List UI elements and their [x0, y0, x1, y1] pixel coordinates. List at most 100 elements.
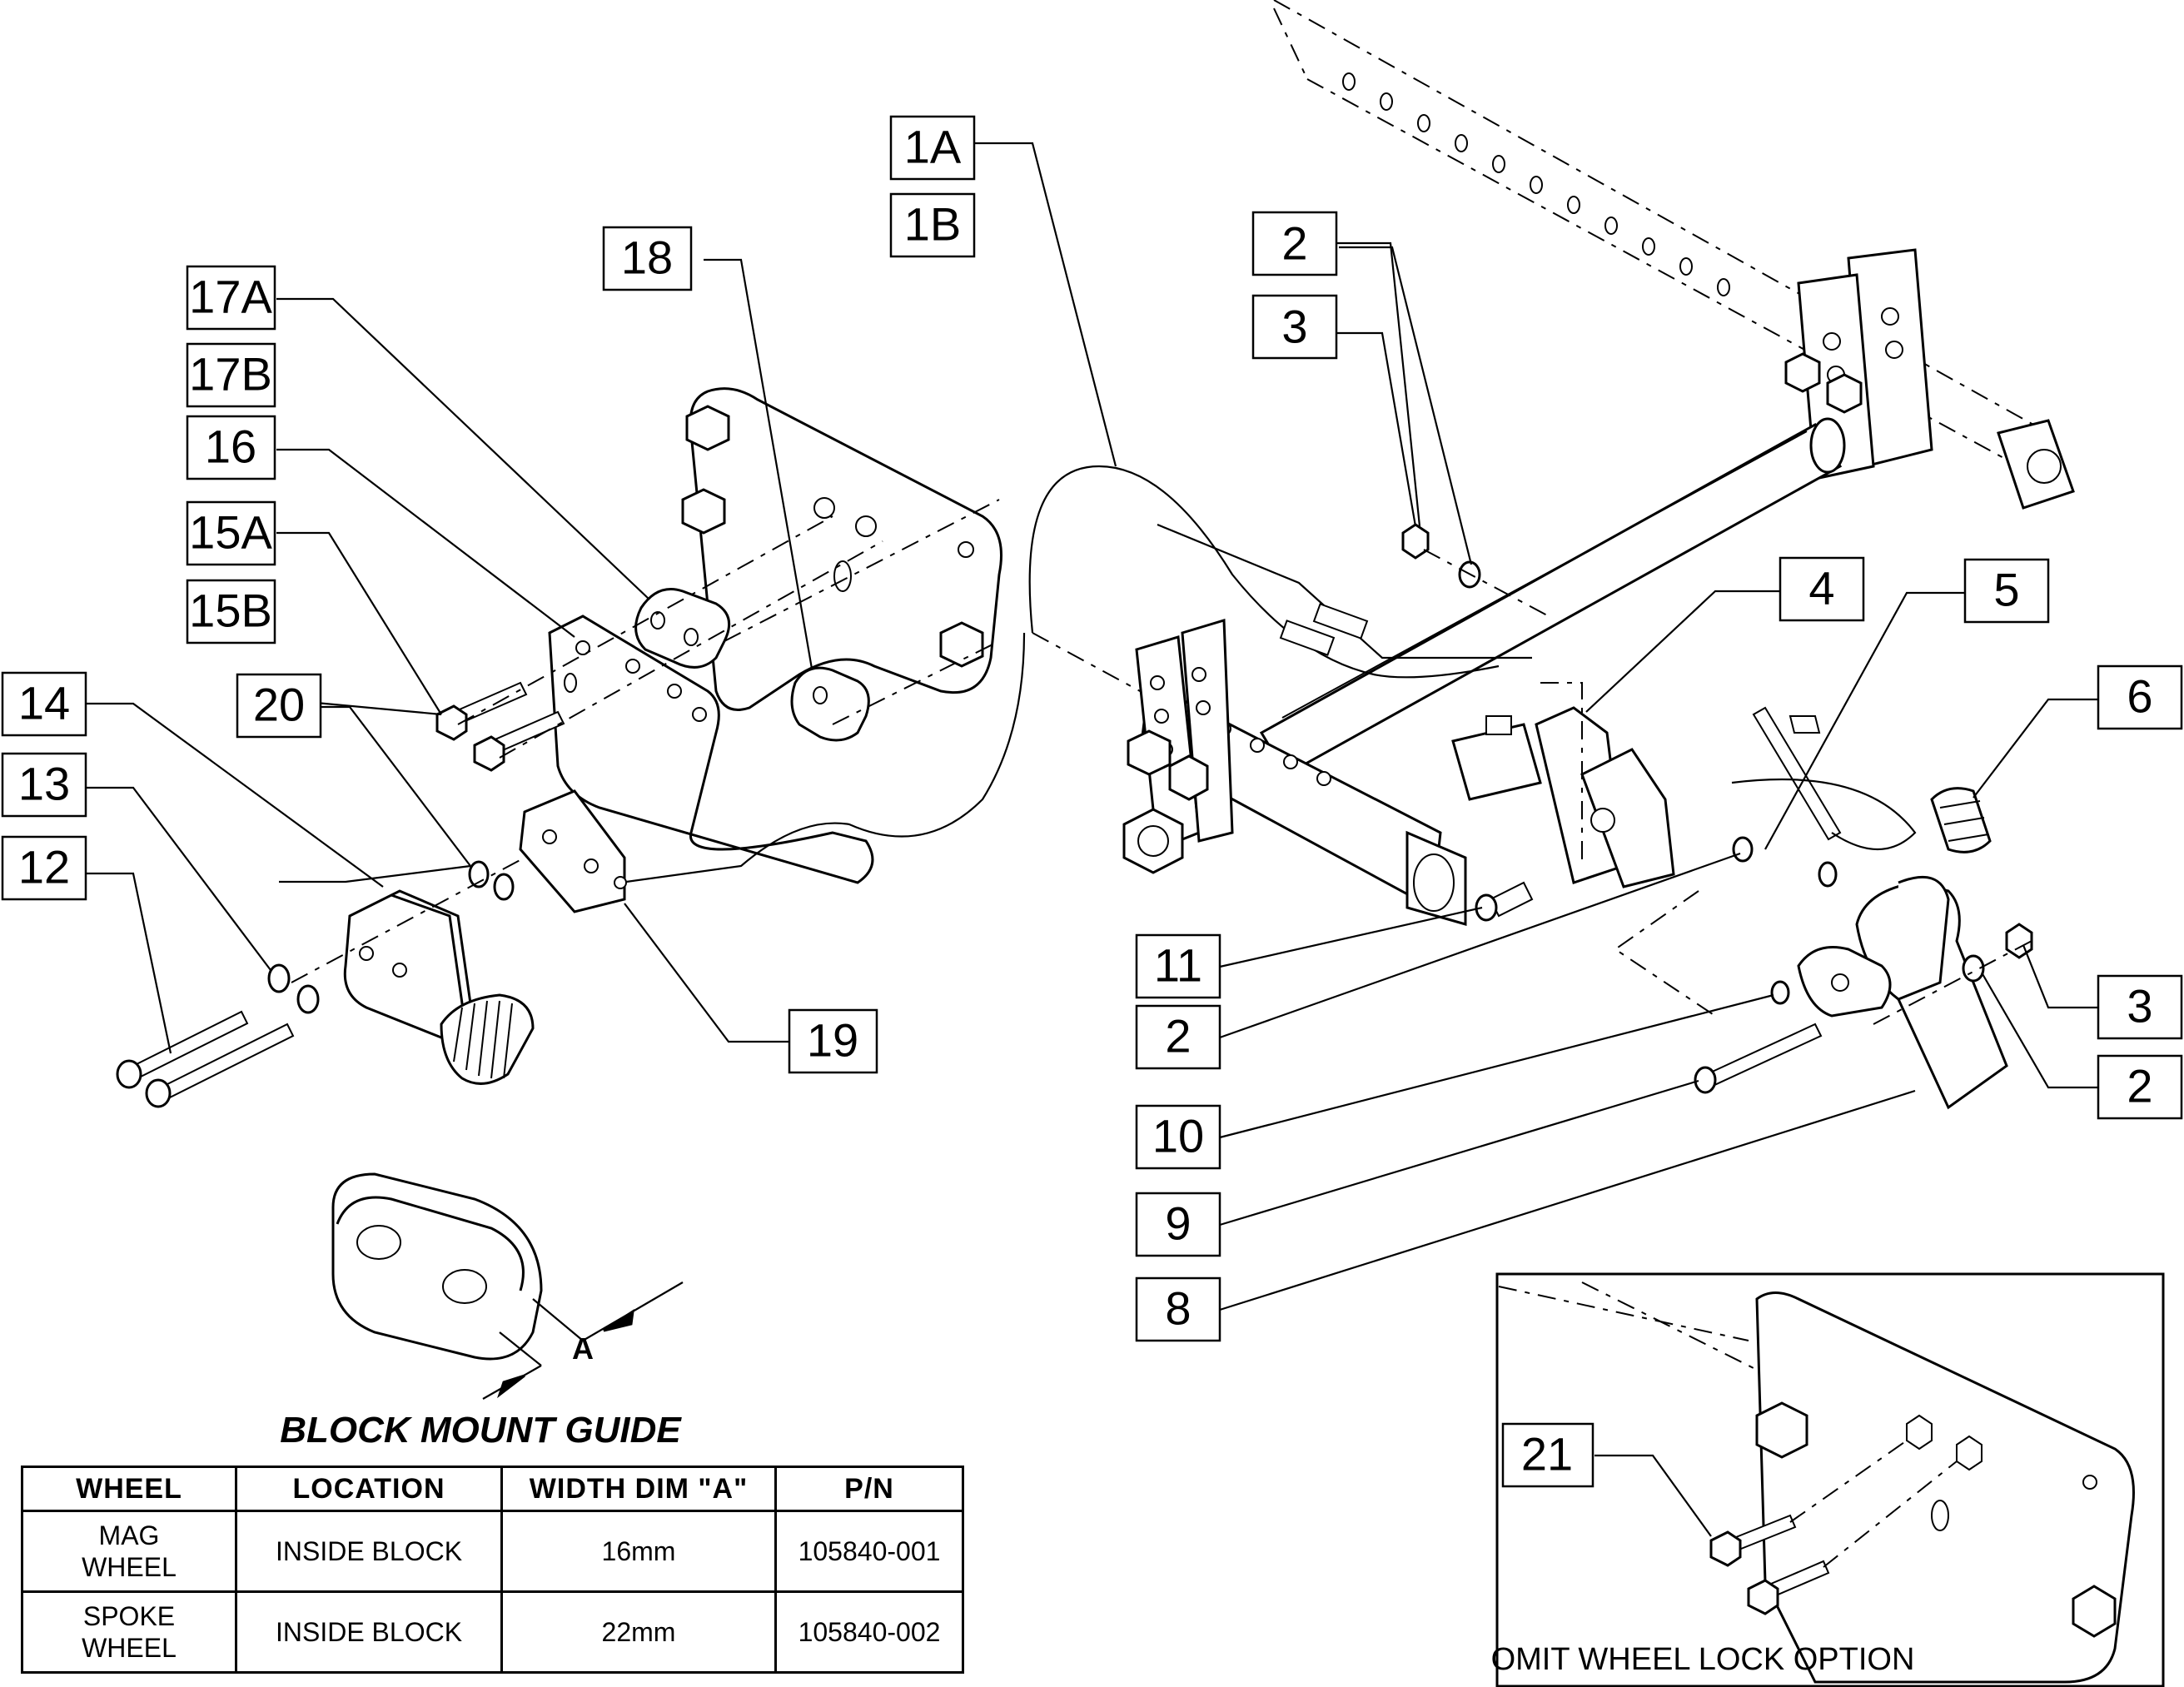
svg-text:17B: 17B [189, 348, 272, 401]
svg-text:15B: 15B [189, 585, 272, 637]
cell-width: 16mm [500, 1510, 777, 1593]
callout-12: 12 [1, 835, 87, 901]
wheel-lock-handle-14 [343, 889, 535, 1085]
callout-2-right: 2 [2097, 1054, 2183, 1120]
washers-13 [267, 963, 320, 1014]
callout-14: 14 [1, 671, 87, 737]
svg-text:1B: 1B [904, 198, 962, 251]
svg-text:2: 2 [1281, 217, 1307, 270]
spacer-block-17 [634, 588, 731, 669]
washer-2-mid [1732, 836, 1754, 863]
svg-text:2: 2 [1165, 1010, 1191, 1062]
nut-3-lower [2005, 923, 2033, 959]
bolts-12 [116, 1010, 295, 1108]
svg-text:18: 18 [621, 231, 673, 284]
callout-13: 13 [1, 752, 87, 818]
callout-1A: 1A [889, 115, 976, 181]
frame-holes [1342, 72, 1730, 296]
cell-pn: 105840-002 [774, 1590, 964, 1674]
svg-text:13: 13 [18, 758, 70, 810]
callout-9: 9 [1135, 1192, 1221, 1257]
pivot-bracket [1797, 946, 1892, 1018]
callout-21: 21 [1501, 1422, 1594, 1488]
callout-5: 5 [1963, 558, 2050, 624]
svg-text:19: 19 [807, 1014, 858, 1067]
svg-text:10: 10 [1152, 1110, 1204, 1162]
callout-4: 4 [1779, 556, 1865, 622]
callout-8: 8 [1135, 1276, 1221, 1342]
cable-end-block-19 [519, 789, 627, 913]
spring-6 [1731, 778, 1992, 853]
header-location: LOCATION [235, 1466, 503, 1512]
callout-16: 16 [186, 415, 276, 480]
wheel-line2: WHEEL [82, 1552, 177, 1582]
bolts-15 [435, 681, 565, 772]
callout-15A: 15A [186, 500, 276, 566]
spacer-block-detail [331, 1172, 684, 1400]
svg-text:21: 21 [1521, 1428, 1573, 1480]
wheel-lock-clamp-4 [1451, 682, 1675, 888]
dimension-a-label: A [572, 1331, 594, 1366]
callout-20: 20 [236, 673, 322, 739]
callout-17A: 17A [186, 265, 276, 331]
bracket-16 [548, 615, 874, 884]
svg-text:5: 5 [1993, 564, 2019, 616]
callout-11: 11 [1135, 933, 1221, 999]
callout-1B: 1B [889, 192, 976, 258]
cell-location: INSIDE BLOCK [235, 1510, 503, 1593]
callout-3-right: 3 [2097, 974, 2183, 1040]
wheel-line1: MAG [98, 1520, 160, 1550]
inset-omit-wheel-lock [1495, 1272, 2165, 1687]
callout-3-top: 3 [1251, 294, 1338, 360]
block-mount-guide-title: BLOCK MOUNT GUIDE [280, 1410, 682, 1451]
svg-text:6: 6 [2127, 670, 2152, 723]
cell-width: 22mm [500, 1590, 777, 1674]
wheel-line1: SPOKE [82, 1601, 176, 1631]
svg-text:8: 8 [1165, 1282, 1191, 1335]
svg-text:20: 20 [253, 679, 305, 731]
svg-text:14: 14 [18, 677, 70, 729]
svg-text:11: 11 [1154, 939, 1202, 992]
svg-text:3: 3 [2127, 980, 2152, 1033]
header-width: WIDTH DIM "A" [500, 1466, 777, 1512]
svg-text:1A: 1A [904, 121, 962, 173]
callout-6: 6 [2097, 664, 2183, 730]
svg-text:9: 9 [1165, 1197, 1191, 1250]
pin-11 [1475, 881, 1534, 922]
callout-19: 19 [788, 1008, 878, 1074]
pin-9 [1694, 1023, 1823, 1094]
svg-text:3: 3 [1281, 301, 1307, 353]
cell-location: INSIDE BLOCK [235, 1590, 503, 1674]
header-wheel: WHEEL [21, 1466, 237, 1512]
mounting-plate [681, 387, 1002, 711]
svg-text:2: 2 [2127, 1060, 2152, 1112]
header-pn: P/N [774, 1466, 964, 1512]
callout-2-top: 2 [1251, 211, 1338, 276]
svg-text:12: 12 [18, 841, 70, 893]
callout-17B: 17B [186, 342, 276, 408]
svg-text:17A: 17A [189, 271, 272, 323]
svg-text:4: 4 [1808, 562, 1834, 615]
wheel-line2: WHEEL [82, 1633, 177, 1663]
spacer-block-18 [790, 666, 870, 742]
cell-pn: 105840-001 [774, 1510, 964, 1593]
svg-text:16: 16 [205, 421, 256, 473]
callout-18: 18 [602, 226, 693, 291]
nut-3-upper [1401, 523, 1430, 560]
callout-15B: 15B [186, 579, 276, 644]
svg-text:15A: 15A [189, 506, 272, 559]
callout-10: 10 [1135, 1104, 1221, 1170]
lower-frame-tube [1032, 619, 1467, 926]
callout-2-mid: 2 [1135, 1004, 1221, 1070]
cable [619, 465, 1532, 884]
inset-caption: OMIT WHEEL LOCK OPTION [1491, 1642, 1915, 1677]
washer-10 [1770, 980, 1790, 1005]
table-header-row: WHEEL LOCATION WIDTH DIM "A" P/N [21, 1466, 964, 1512]
bolt-5 [1752, 706, 1842, 888]
